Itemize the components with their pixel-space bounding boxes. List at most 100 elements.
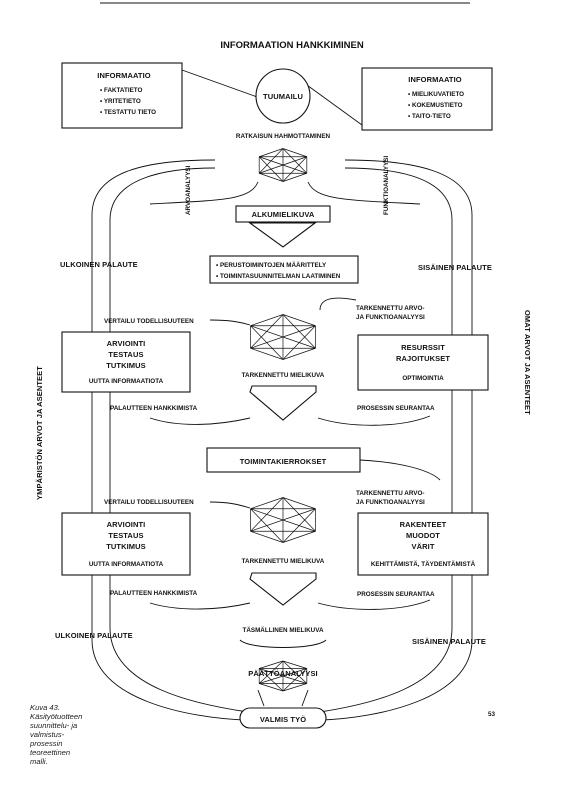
network-edge [282,325,316,360]
sisainen-palaute-label: SISÄINEN PALAUTE [418,263,492,272]
toimintakierrokset-label: TOIMINTAKIERROKSET [240,457,327,466]
info-left-item: • FAKTATIETO [100,87,143,94]
connector-line [299,79,363,126]
network-edge [282,156,308,182]
info-right-box [361,67,493,131]
flow-curve [149,181,259,205]
network-edge [282,660,307,669]
info-right-item: • TAITO-TIETO [408,113,451,120]
outer-loop [91,159,473,721]
arvoanalyysi-label: ARVOANALYYSI [185,165,192,215]
rakenteet-box [357,512,489,576]
tuumailu-circle [255,68,311,124]
info-right-heading: INFORMAATIO [408,75,462,84]
network-edge [282,497,316,510]
caption-line: malli. [30,757,48,766]
flow-curve [359,459,441,481]
perustoiminnot-box [209,255,359,284]
flow-curve [209,319,251,326]
network-hexagon [258,148,308,182]
title: INFORMAATION HANKKIMINEN [220,40,364,51]
flow-curve [239,639,327,648]
network-edge [258,660,284,684]
rakenteet-line: MUODOT [406,531,440,540]
rakenteet-line: VÄRIT [412,542,435,551]
ratkaisun-label: RATKAISUN HAHMOTTAMINEN [236,133,331,140]
network-edge [282,508,316,543]
network-edge [259,683,284,692]
network-edge [282,530,316,543]
network-edge [250,325,316,349]
paattoanalyysi-label: PÄÄTTÖANALYYSI [248,669,317,678]
tarkennettu-mielikuva-label: TARKENNETTU MIELIKUVA [242,558,325,565]
arviointi-line: TUTKIMUS [106,542,146,551]
network-edge [282,683,307,692]
ulkoinen-palaute-label: ULKOINEN PALAUTE [55,631,133,640]
network-edge [259,660,284,669]
valmis-box [239,707,327,729]
page-mark: 53 [488,711,496,718]
inner-loop-left [109,167,249,713]
tasmallinen-label: TÄSMÄLLINEN MIELIKUVA [242,626,323,634]
valmis-label: VALMIS TYÖ [260,715,306,724]
network-edge [250,314,284,327]
info-left-item: • TESTATTU TIETO [100,109,156,116]
resurssit-line: RAJOITUKSET [396,354,450,363]
uutta-label: UUTTA INFORMAATIOTA [89,561,164,568]
flow-curve [209,501,251,509]
perus-item: • TOIMINTASUUNNITELMAN LAATIMINEN [216,273,341,280]
omat-label: OMAT ARVOT JA ASENTEET [523,310,532,415]
tarkennettu-arvo-line: TARKENNETTU ARVO- [356,305,424,312]
arviointi-line: TESTAUS [108,350,143,359]
arviointi-line: ARVIOINTI [107,339,146,348]
network-edge [282,314,316,327]
resurssit-box [357,334,489,391]
info-right-item: • MIELIKUVATIETO [408,91,464,98]
caption-line: prosessin [30,739,63,748]
tarkennettu-arvo-line: JA FUNKTIOANALYYSI [356,499,425,506]
network-edge [250,347,284,360]
flow-curve [257,689,309,707]
ymparisto-label: YMPÄRISTÖN ARVOT JA ASENTEET [35,366,44,500]
info-left-heading: INFORMAATIO [97,71,151,80]
arviointi-box [61,512,191,576]
network-edge [282,172,307,182]
network-edge [259,148,284,158]
flow-curve [317,599,431,610]
flow-curve [149,417,251,425]
network-hexagon [250,497,316,543]
flow-curve [319,297,357,311]
network-hexagon [250,314,316,360]
network-edge [250,314,284,349]
info-left-box [61,62,183,129]
network-edge [250,508,316,532]
kehittamista-label: KEHITTÄMISTÄ, TÄYDENTÄMISTÄ [371,560,476,568]
network-edge [282,148,307,158]
prosessin-label: PROSESSIN SEURANTAA [357,405,435,412]
network-edge [250,530,284,543]
tarkennettu-arvo-line: TARKENNETTU ARVO- [356,490,424,497]
network-edge [259,668,307,684]
network-edge [250,497,284,532]
network-edge [259,156,307,174]
palautteen-label: PALAUTTEEN HANKKIMISTA [110,590,198,597]
vertailu-label: VERTAILU TODELLISUUTEEN [104,499,194,506]
inner-loop-right [319,167,453,713]
palautteen-label: PALAUTTEEN HANKKIMISTA [110,405,198,412]
down-arrow [249,572,317,606]
flow-curve [307,181,421,205]
caption-line: teoreettinen [30,748,71,757]
caption-line: Käsityötuotteen [30,712,83,721]
caption-line: Kuva 43. [30,703,60,712]
info-right-item: • KOKEMUSTIETO [408,102,463,109]
sisainen-palaute-label: SISÄINEN PALAUTE [412,637,486,646]
tuumailu-label: TUUMAILU [263,92,303,101]
flow-curve [317,415,431,426]
perus-item: • PERUSTOIMINTOJEN MÄÄRITTELY [216,261,327,269]
uutta-label: UUTTA INFORMAATIOTA [89,378,164,385]
caption-line: suunnittelu- ja [30,721,78,730]
info-left-item: • YRITETIETO [100,98,141,105]
arviointi-line: ARVIOINTI [107,520,146,529]
optimointia-label: OPTIMOINTIA [402,375,444,382]
